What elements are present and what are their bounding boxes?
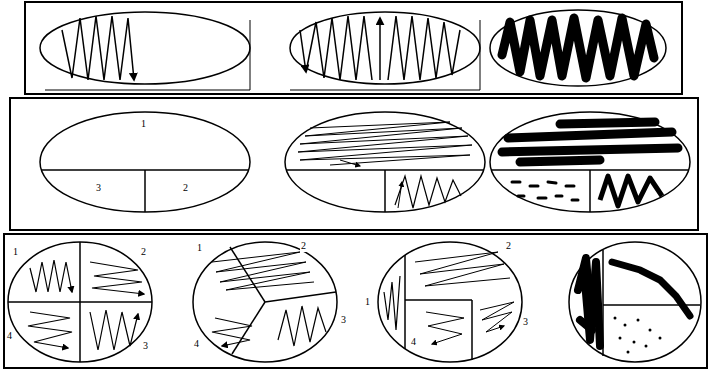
sector-number: 1 — [196, 242, 203, 254]
sector-number: 3 — [142, 340, 149, 352]
sector-number: 1 — [12, 246, 19, 258]
sector-number: 3 — [95, 182, 102, 194]
sector-number: 3 — [522, 316, 529, 328]
sector-number: 1 — [364, 296, 371, 308]
sector-number: 1 — [140, 118, 147, 130]
sector-number: 2 — [505, 240, 512, 252]
sector-number: 2 — [182, 182, 189, 194]
sector-number: 4 — [410, 336, 417, 348]
sector-number: 4 — [193, 338, 200, 350]
sector-number: 3 — [340, 314, 347, 326]
sector-number: 2 — [300, 240, 307, 252]
sector-number: 2 — [140, 246, 147, 258]
sector-number: 4 — [6, 330, 13, 342]
